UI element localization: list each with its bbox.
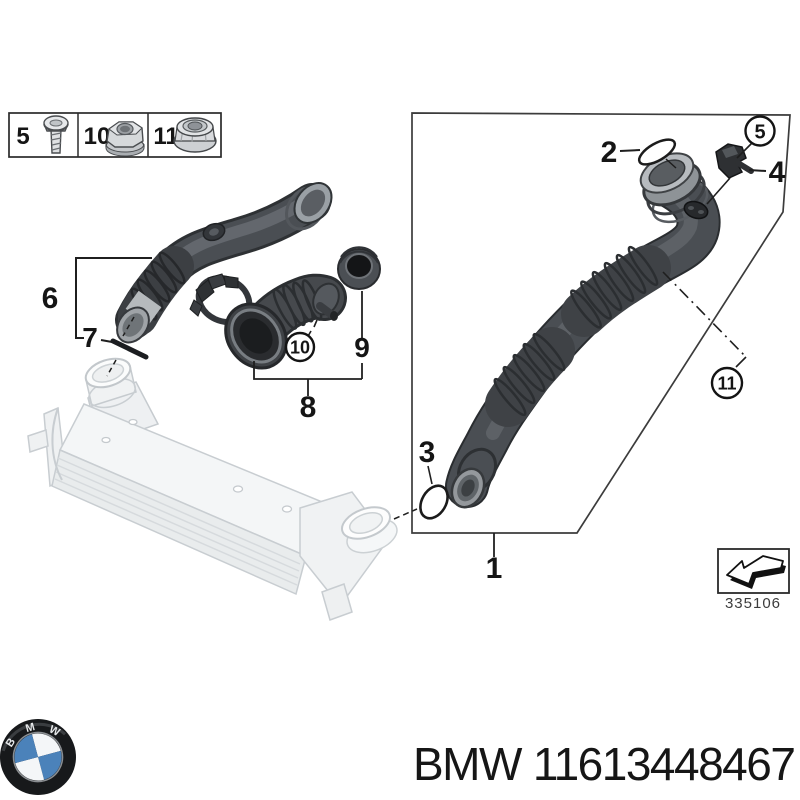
dash-10 xyxy=(313,319,318,328)
callout-8: 8 xyxy=(300,391,317,424)
assembly-dash-line xyxy=(122,316,135,337)
callout-2: 2 xyxy=(601,136,618,169)
leader-5 xyxy=(736,142,753,159)
lock-nut-icon xyxy=(173,117,217,153)
dash-line-to-intercooler xyxy=(393,508,418,520)
charge-air-hose-part1 xyxy=(445,152,721,509)
chain-line-11 xyxy=(662,271,747,358)
screw-icon xyxy=(43,115,69,154)
callout-5: 5 xyxy=(754,122,765,144)
stamp-code: 335106 xyxy=(725,595,781,612)
callout-1: 1 xyxy=(486,552,503,585)
profile-gasket-part7 xyxy=(110,338,149,360)
elbow-assembly-part8 xyxy=(189,273,347,370)
fastener-legend: 5 10 11 xyxy=(8,112,222,158)
bmw-logo: B M W xyxy=(0,719,76,795)
leader-3 xyxy=(427,465,433,485)
brand-name: BMW xyxy=(413,738,523,790)
circled-callout-10: 10 xyxy=(284,331,316,363)
callout-3: 3 xyxy=(419,436,436,469)
rubber-sleeve-part9 xyxy=(337,246,381,290)
left-diagram-callouts xyxy=(75,257,363,396)
callout-7: 7 xyxy=(82,322,98,353)
flange-nut-icon xyxy=(105,121,145,157)
charge-pipe-part6 xyxy=(115,182,333,344)
callout-6: 6 xyxy=(42,282,59,315)
assembly-dash-line xyxy=(106,359,117,377)
oring-part2 xyxy=(637,138,677,166)
right-diagram-leaders xyxy=(393,142,767,557)
intercooler-faded-drawing xyxy=(27,357,398,621)
leader-2 xyxy=(619,149,641,152)
leader-4 xyxy=(748,169,767,172)
callout-10: 10 xyxy=(290,338,310,358)
legend-number-5: 5 xyxy=(16,123,29,150)
callout-9: 9 xyxy=(354,332,370,363)
oring-part3 xyxy=(419,484,449,520)
part-number: 11613448467 xyxy=(533,738,795,790)
detail-frame xyxy=(411,112,791,534)
direction-arrow-icon xyxy=(726,555,786,589)
chain-line-11 xyxy=(735,356,747,368)
legend-number-11: 11 xyxy=(153,123,178,150)
callout-4: 4 xyxy=(769,156,786,189)
circled-callout-5: 5 xyxy=(744,115,776,147)
callout-11: 11 xyxy=(717,374,736,394)
bracket-8 xyxy=(253,361,362,380)
diagram-stamp: 335106 xyxy=(717,548,790,612)
leader-sensor-to-port xyxy=(706,177,731,205)
circled-callout-11: 11 xyxy=(710,366,744,400)
leader-7 xyxy=(100,339,113,343)
bracket-6 xyxy=(75,257,152,339)
bmw-logo-letter-m: M xyxy=(24,721,36,735)
sensor-part4 xyxy=(715,143,754,179)
oring-2-tail xyxy=(665,158,677,169)
